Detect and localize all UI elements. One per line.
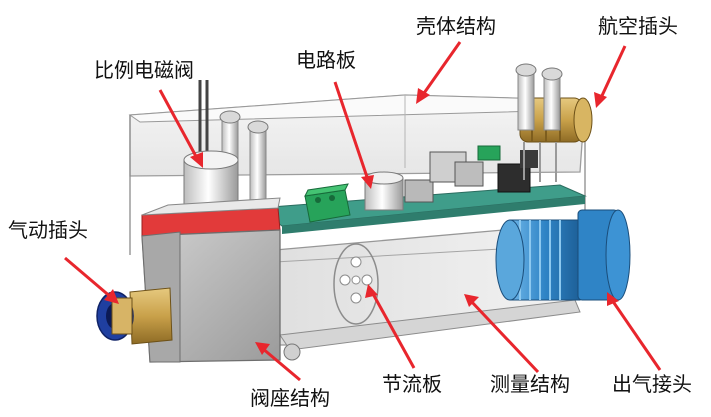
arrow-outlet-connector bbox=[610, 299, 662, 371]
arrow-pneumatic-connector bbox=[64, 256, 113, 300]
pneumatic-connector bbox=[96, 287, 173, 345]
leader-arrows bbox=[64, 41, 662, 382]
arrowhead-throttle-plate bbox=[365, 284, 378, 298]
arrowhead-pneumatic-connector bbox=[104, 289, 119, 304]
label-housing-structure: 壳体结构 bbox=[416, 14, 496, 38]
arrow-valve-seat bbox=[261, 346, 301, 382]
terminal-block bbox=[304, 183, 351, 223]
arrowhead-measuring-structure bbox=[464, 294, 479, 307]
arrow-circuit-board bbox=[333, 81, 370, 181]
label-pneumatic-connector: 气动插头 bbox=[8, 218, 88, 242]
arrow-measuring-structure bbox=[468, 298, 540, 374]
arrowhead-aviation-plug bbox=[594, 92, 607, 108]
arrowhead-outlet-connector bbox=[607, 292, 619, 306]
throttle-plate bbox=[333, 243, 379, 325]
circuit-board bbox=[256, 145, 587, 234]
arrow-housing bbox=[420, 41, 462, 97]
arrowhead-circuit-board bbox=[361, 175, 374, 189]
label-measuring-structure: 测量结构 bbox=[490, 372, 570, 396]
label-circuit-board: 电路板 bbox=[296, 48, 356, 72]
label-valve-seat-structure: 阀座结构 bbox=[250, 386, 330, 410]
arrowhead-valve-seat bbox=[255, 342, 270, 355]
arrow-solenoid-valve bbox=[158, 89, 200, 161]
arrow-aviation-plug bbox=[598, 45, 627, 101]
label-proportional-solenoid-valve: 比例电磁阀 bbox=[94, 58, 194, 82]
outlet-connector bbox=[495, 209, 631, 301]
label-aviation-plug: 航空插头 bbox=[598, 14, 678, 38]
arrowhead-solenoid-valve bbox=[190, 152, 203, 168]
label-throttle-plate: 节流板 bbox=[382, 372, 442, 396]
arrowhead-housing bbox=[416, 88, 430, 104]
arrow-throttle-plate bbox=[370, 291, 416, 369]
label-outlet-connector: 出气接头 bbox=[612, 372, 692, 396]
